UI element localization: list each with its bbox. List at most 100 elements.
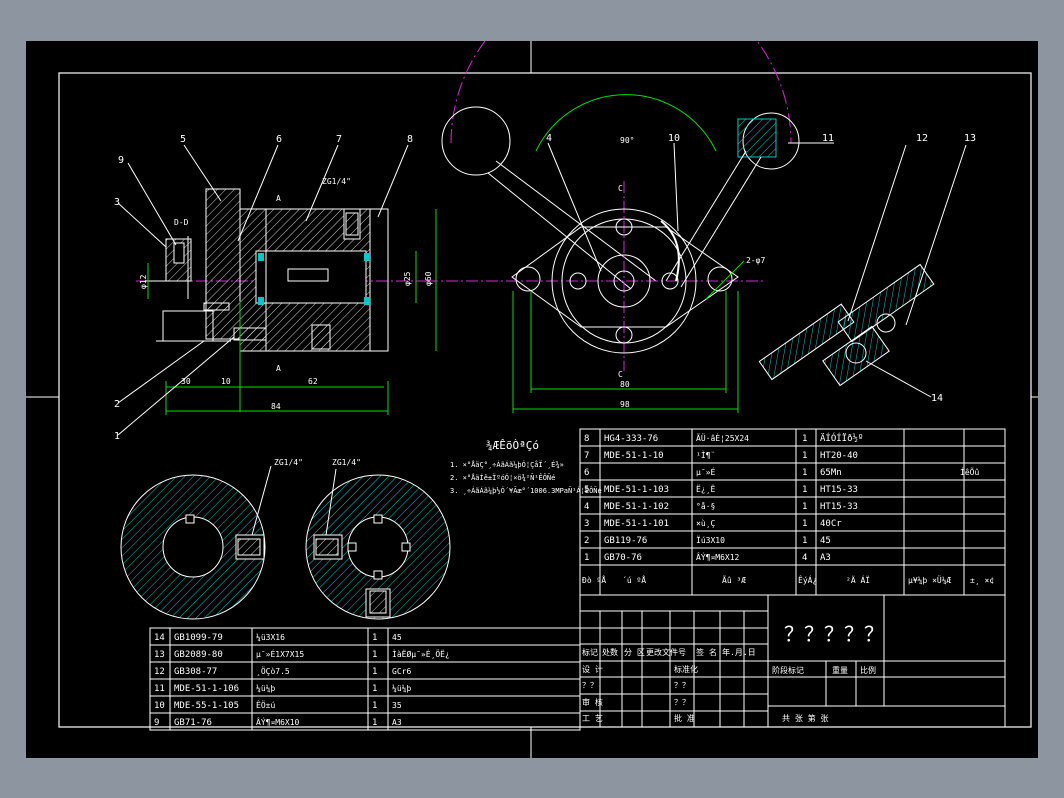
change-header: 分 区 [624,648,645,657]
detail-callouts: 12 13 14 [916,133,976,404]
bom-upper-header: ±¸ ×¢ [970,576,994,585]
bom-upper-material: 45 [820,536,831,546]
notes-title: ¾ÆÊõÒªÇó [486,439,539,452]
title-mid-label: 批 准 [674,713,695,723]
bom-lower-name: ÂÝ¶¤M6X10 [256,716,300,727]
bom-lower-qty: 1 [372,701,377,711]
dim-84: 84 [271,402,281,411]
section-circle-left [120,465,272,620]
callout-11: 11 [822,133,834,144]
drawing-canvas: 30 10 62 84 φ60 φ25 φ12 ZG1/4" D-D A A 9… [26,0,1038,758]
bom-upper-qty: 1 [802,519,807,529]
bom-upper-side-note: ÍêÕû [960,466,979,477]
bom-upper-no: 4 [584,502,589,512]
bom-lower-material: 45 [392,633,402,642]
bom-lower-code: MDE-51-1-106 [174,684,239,694]
dim-angle-90: 90° [620,136,634,145]
cad-viewport[interactable]: 30 10 62 84 φ60 φ25 φ12 ZG1/4" D-D A A 9… [26,0,1038,758]
bom-upper-qty: 1 [802,434,807,444]
stage-header: 重量 [832,665,848,675]
left-callout-leaders [117,144,409,436]
title-row-label: 工 艺 [582,714,603,723]
bom-upper-header: µ¥¼þ ×Ü¼Æ [908,575,952,585]
dim-25: φ25 [403,271,412,286]
thread-label-top: ZG1/4" [322,177,351,186]
bom-upper-name: Ë¿¸Ë [696,484,715,494]
title-mid-label: ？？ [674,698,690,707]
bom-lower-code: GB2089-80 [174,650,223,660]
bom-upper-no: 5 [584,485,589,495]
bom-lower-material: GCr6 [392,667,411,676]
bom-upper-qty: 1 [802,502,807,512]
bom-upper-header: ÊýÁ¿ [798,574,817,585]
callout-8: 8 [407,134,413,145]
stage-header: 阶段标记 [772,665,804,675]
bom-upper-name: ¹Ì¶¨ [696,449,715,460]
callout-10: 10 [668,133,680,144]
bom-upper-code: GB119-76 [604,536,647,546]
bom-upper-qty: 1 [802,468,807,478]
bom-upper-material: ÄÍÓÍÏð½º [820,432,863,444]
bom-lower-material: ÌàËØµ¯»É¸ÖË¿ [392,648,450,659]
bom-lower-name: ¸ÖÇò7.5 [256,666,290,676]
note-line-2: 2. ×°ÅäÍê±ÏºóÓ¦×ö¾²Ñ¹ÊÔÑé [450,473,555,482]
note-line-3: 3. ¸÷ÁãÁã¼þ½Ó´¥Ãæ°´1006.3MPaÑ¹Á¦ÊÔÑé [450,486,602,495]
section-dd-label: D-D [174,218,189,227]
bom-upper-qty: 1 [802,451,807,461]
callout-12: 12 [916,133,928,144]
bom-upper-name: µ¯»É [696,466,715,477]
bom-lower-no: 14 [154,633,165,643]
sheet-count: 共 张 第 张 [782,713,828,723]
bom-lower-code: GB71-76 [174,718,212,728]
bom-lower-code: GB1099-79 [174,633,223,643]
bom-lower-qty: 1 [372,650,377,660]
plan-callout-leaders [547,142,834,272]
bom-upper-material: HT15-33 [820,502,858,512]
left-callouts: 9 3 5 6 7 8 2 1 [114,134,413,442]
callout-4: 4 [546,133,552,144]
dim-62: 62 [308,377,318,386]
bom-lower-no: 10 [154,701,165,711]
bom-upper-header: Ðò ºÅ [582,574,606,585]
bom-lower-qty: 1 [372,667,377,677]
bom-lower-code: MDE-55-1-105 [174,701,239,711]
drawing-border [58,72,1032,728]
callout-6: 6 [276,134,282,145]
bom-upper-header: ²Ä ÁÏ [846,574,870,585]
bom-upper-name: °å·§ [696,501,715,511]
bom-upper-code: GB70-76 [604,553,642,563]
bom-upper-header: Ãû ³Æ [722,575,746,585]
bom-upper-no: 2 [584,536,589,546]
detail-view [758,144,967,398]
callout-13: 13 [964,133,976,144]
bom-upper-name: ÂÝ¶¤M6X12 [696,551,740,562]
plan-view-dimensions [512,94,745,413]
bom-lower-no: 12 [154,667,165,677]
drawing-name: ？？？？？ [784,622,884,646]
callout-1: 1 [114,431,120,442]
callout-5: 5 [180,134,186,145]
technical-notes: ¾ÆÊõÒªÇó 1. ×°ÅäÇ°¸÷ÁãÁã¼þÓ¦ÇåÏ´¸É¾» 2. … [450,439,602,495]
dim-holes: 2-φ7 [746,256,765,265]
bom-upper-code: MDE-51-1-103 [604,485,669,495]
bom-lower-material: A3 [392,718,402,727]
section-circle-labels: ZG1/4" ZG1/4" [274,458,361,467]
bom-upper-name: Ïú3X10 [696,535,725,545]
bom-lower-code: GB308-77 [174,667,217,677]
bom-upper-no: 8 [584,434,589,444]
bom-lower-no: 9 [154,718,159,728]
thread-label-right: ZG1/4" [332,458,361,467]
callout-7: 7 [336,134,342,145]
dim-80: 80 [620,380,630,389]
bom-lower-name: ¼ü3X16 [256,633,285,642]
bom-upper-material: HT15-33 [820,485,858,495]
bom-upper-code: MDE-51-1-10 [604,451,664,461]
callout-9: 9 [118,155,124,166]
thread-label-left: ZG1/4" [274,458,303,467]
dim-98: 98 [620,400,630,409]
change-header: 处数 [602,647,618,657]
title-mid-label: 标准化 [674,664,698,674]
title-mid-label: ？？ [674,681,690,690]
bom-upper-code: MDE-51-1-102 [604,502,669,512]
plan-view [426,0,800,371]
